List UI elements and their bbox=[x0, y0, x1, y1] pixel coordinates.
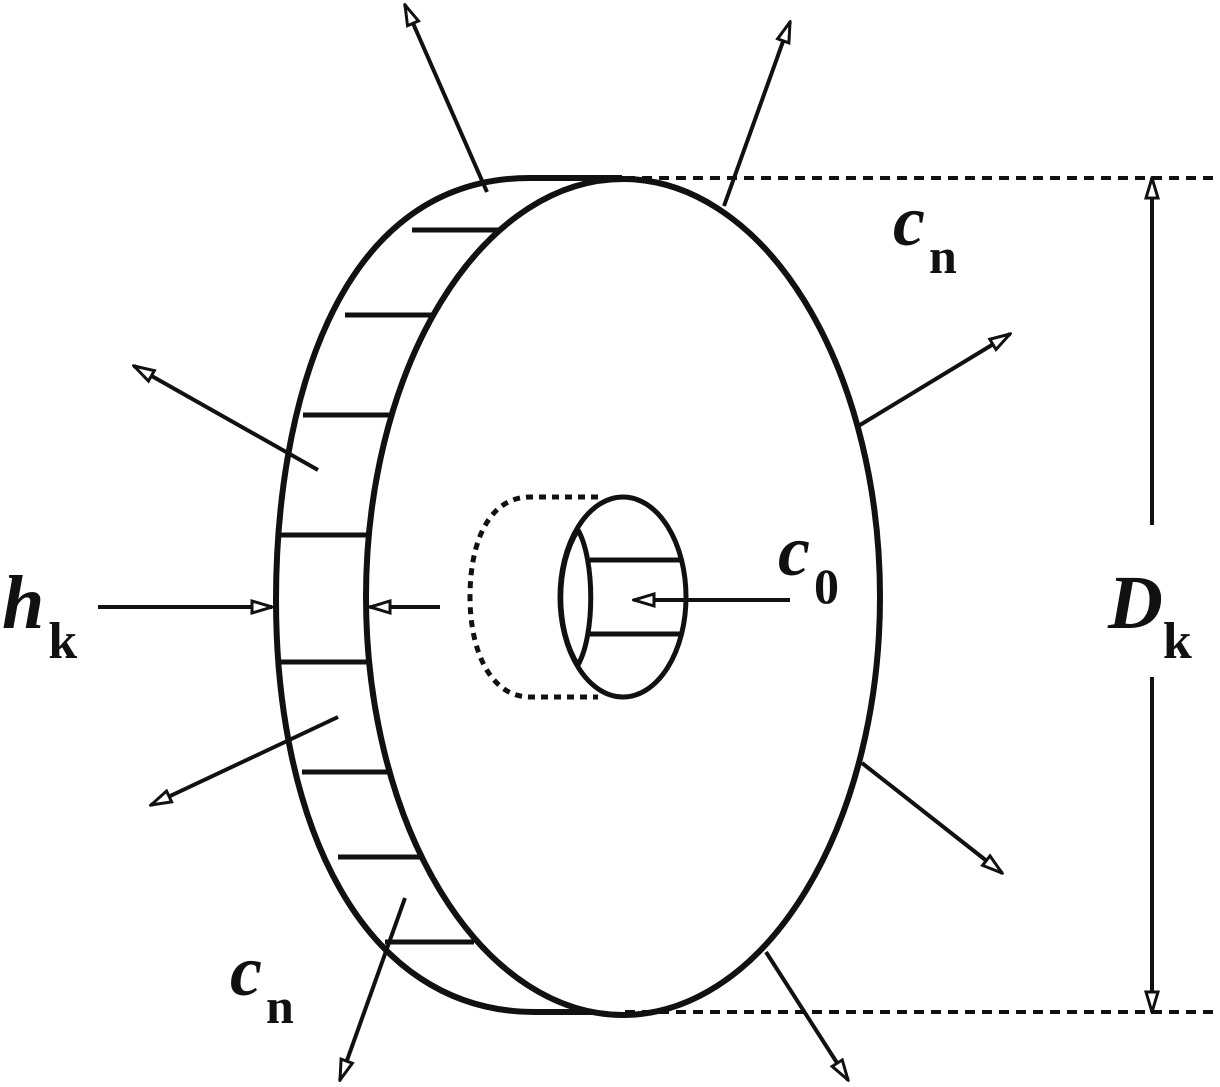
blades bbox=[281, 227, 501, 945]
outlet-arrows bbox=[134, 5, 1010, 1080]
hub-inner-curve bbox=[558, 528, 581, 667]
label-cn-top: cn bbox=[893, 181, 957, 284]
label-hk: hk bbox=[2, 561, 77, 670]
outlet-arrow bbox=[151, 715, 339, 805]
hub-eye bbox=[557, 494, 689, 700]
label-dk: Dk bbox=[1107, 561, 1192, 670]
outlet-arrow bbox=[764, 950, 848, 1080]
outlet-arrow bbox=[722, 22, 792, 207]
outlet-arrow bbox=[405, 5, 489, 193]
outlet-arrow bbox=[858, 334, 1010, 427]
label-c0: c0 bbox=[778, 511, 839, 614]
label-cn-bottom: cn bbox=[230, 931, 294, 1034]
outlet-arrow bbox=[860, 761, 1002, 873]
outlet-arrow bbox=[338, 897, 407, 1080]
outlet-arrow bbox=[134, 366, 319, 472]
hub-inner-curve-right bbox=[575, 528, 594, 667]
wheel-back-rim bbox=[272, 175, 536, 1015]
hub-dotted-outline bbox=[467, 494, 598, 700]
